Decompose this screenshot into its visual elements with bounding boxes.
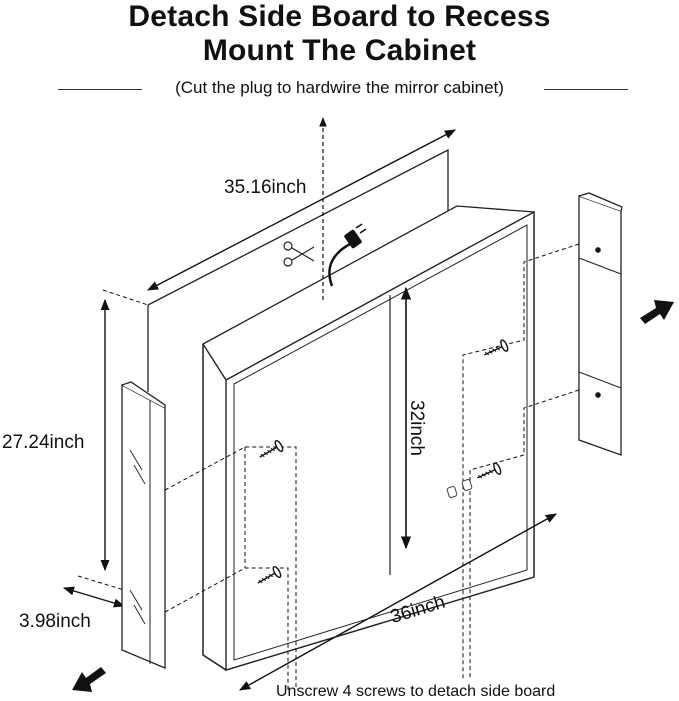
arrow-icon	[72, 667, 106, 692]
title-line-1: Detach Side Board to Recess	[128, 0, 551, 33]
width-dimension-arrow	[147, 129, 456, 291]
subtitle: (Cut the plug to hardwire the mirror cab…	[175, 78, 504, 97]
depth-label: 3.98inch	[19, 611, 91, 632]
instruction-caption: Unscrew 4 screws to detach side board	[276, 683, 556, 700]
arrow-icon	[640, 300, 674, 324]
title-line-2: Mount The Cabinet	[202, 34, 477, 67]
door-height-label: 32inch	[406, 400, 427, 456]
subtitle-rule-left	[58, 89, 142, 90]
right-screw-leaders	[462, 243, 580, 680]
left-side-board	[121, 381, 166, 669]
left-screw-leaders	[164, 446, 297, 690]
power-plug-icon	[328, 223, 367, 287]
screw-icon	[257, 339, 509, 584]
door-width-arrow	[239, 513, 557, 691]
subtitle-rule-right	[544, 89, 628, 90]
depth-dimension-arrow	[62, 586, 126, 608]
touch-switch-icons	[446, 479, 473, 498]
width-label: 35.16inch	[224, 177, 307, 198]
height-label: 27.24inch	[2, 432, 85, 453]
right-side-board	[578, 192, 623, 456]
scissors-icon	[283, 241, 315, 267]
